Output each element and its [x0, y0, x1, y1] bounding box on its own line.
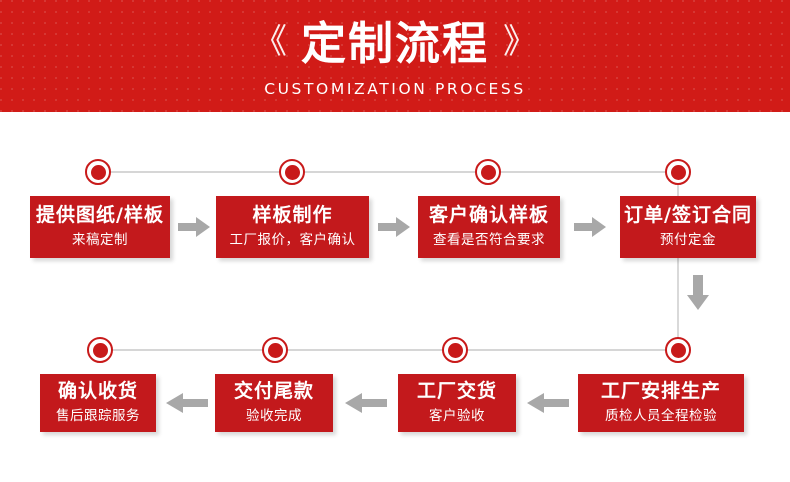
process-step-3[interactable]: 客户确认样板 查看是否符合要求 — [418, 196, 560, 258]
step-marker-4 — [665, 159, 691, 185]
page-title: 定制流程 — [300, 17, 489, 70]
step-subtitle: 售后跟踪服务 — [56, 408, 140, 425]
step-marker-7 — [262, 337, 288, 363]
step-title: 工厂交货 — [416, 380, 497, 403]
step-marker-2 — [279, 159, 305, 185]
process-step-1[interactable]: 提供图纸/样板 来稿定制 — [30, 196, 170, 258]
arrow-right-icon-1 — [178, 215, 210, 239]
step-subtitle: 预付定金 — [660, 232, 716, 249]
guillemet-left-icon: 《 — [252, 21, 287, 62]
step-title: 工厂安排生产 — [600, 380, 721, 403]
arrow-left-icon-1 — [166, 391, 208, 415]
page-subtitle: CUSTOMIZATION PROCESS — [264, 79, 526, 98]
step-marker-6 — [442, 337, 468, 363]
step-title: 提供图纸/样板 — [36, 204, 164, 227]
process-step-5[interactable]: 工厂安排生产 质检人员全程检验 — [578, 374, 744, 432]
step-marker-3 — [475, 159, 501, 185]
step-title: 样板制作 — [252, 204, 333, 227]
step-title: 交付尾款 — [233, 380, 314, 403]
arrow-down-icon — [686, 275, 710, 311]
arrow-right-icon-3 — [574, 215, 606, 239]
process-step-4[interactable]: 订单/签订合同 预付定金 — [620, 196, 756, 258]
process-step-7[interactable]: 交付尾款 验收完成 — [215, 374, 333, 432]
guillemet-right-icon: 》 — [503, 21, 537, 62]
step-subtitle: 验收完成 — [246, 408, 302, 425]
arrow-left-icon-2 — [345, 391, 387, 415]
flow-canvas: 提供图纸/样板 来稿定制 样板制作 工厂报价，客户确认 客户确认样板 查看是否符… — [0, 112, 790, 482]
step-title: 订单/签订合同 — [624, 204, 752, 227]
step-marker-5 — [665, 337, 691, 363]
header-content: 《 定制流程 》 CUSTOMIZATION PROCESS — [0, 0, 790, 112]
header-banner: 《 定制流程 》 CUSTOMIZATION PROCESS — [0, 0, 790, 112]
process-step-2[interactable]: 样板制作 工厂报价，客户确认 — [216, 196, 369, 258]
step-marker-1 — [85, 159, 111, 185]
arrow-right-icon-2 — [378, 215, 410, 239]
step-subtitle: 工厂报价，客户确认 — [229, 232, 356, 249]
step-title: 确认收货 — [57, 380, 138, 403]
step-subtitle: 客户验收 — [429, 408, 485, 425]
step-subtitle: 查看是否符合要求 — [433, 232, 545, 249]
step-marker-8 — [87, 337, 113, 363]
process-step-8[interactable]: 确认收货 售后跟踪服务 — [40, 374, 156, 432]
step-title: 客户确认样板 — [428, 204, 549, 227]
process-step-6[interactable]: 工厂交货 客户验收 — [398, 374, 516, 432]
title-row: 《 定制流程 》 — [253, 15, 537, 73]
step-subtitle: 来稿定制 — [72, 232, 128, 249]
arrow-left-icon-3 — [527, 391, 569, 415]
step-subtitle: 质检人员全程检验 — [605, 408, 717, 425]
